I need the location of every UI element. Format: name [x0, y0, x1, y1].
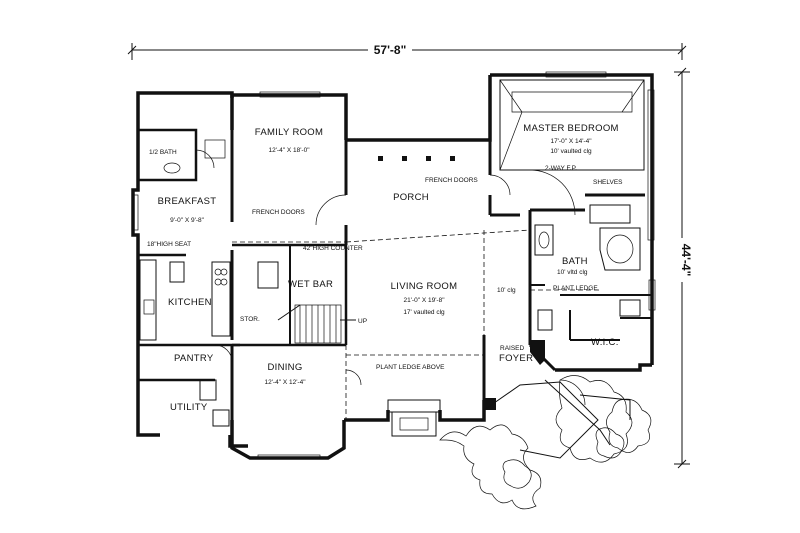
width-dimension-line	[127, 43, 687, 60]
door-swings	[195, 149, 586, 406]
bath-fixtures	[163, 139, 641, 427]
master-bedroom-size: 17'-0" X 14'-4"	[550, 138, 592, 145]
entry-stoop	[483, 379, 631, 459]
bath-ceiling: 10' vltd clg	[557, 269, 588, 276]
living-room-size: 21'-0" X 19'-8"	[403, 297, 445, 304]
half-bath-name: 1/2 BATH	[149, 149, 177, 156]
plant-ledge-note: PLANT LEDGE	[553, 285, 598, 292]
plant-ledge-above-note: PLANT LEDGE ABOVE	[376, 364, 445, 371]
family-room-name: FAMILY ROOM	[255, 127, 323, 138]
kitchen-name: KITCHEN	[168, 297, 212, 308]
dining-size: 12'-4" X 12'-4"	[264, 379, 306, 386]
high-seat-note: 18"HIGH SEAT	[147, 241, 191, 248]
dashed-lines	[232, 229, 600, 420]
high-counter-note: 42"HIGH COUNTER	[303, 245, 363, 252]
fireplace-living	[387, 399, 441, 437]
depth-dimension: 44'-4"	[679, 244, 693, 277]
interior-walls	[136, 128, 652, 420]
breakfast-name: BREAKFAST	[158, 196, 217, 207]
living-room-ceiling: 17' vaulted clg	[403, 309, 445, 316]
landscaping	[439, 375, 652, 510]
ten-ft-ceiling-note: 10' clg	[497, 287, 516, 294]
dining-name: DINING	[267, 362, 302, 373]
breakfast-size: 9'-0" X 9'-8"	[170, 217, 205, 224]
wic-name: W.I.C.	[591, 337, 619, 348]
pantry-name: PANTRY	[174, 353, 214, 364]
tray-ceiling	[499, 79, 645, 171]
french-doors-porch-note: FRENCH DOORS	[425, 177, 478, 184]
depth-dimension-line	[674, 67, 690, 469]
utility-name: UTILITY	[170, 402, 208, 413]
master-bedroom-name: MASTER BEDROOM	[523, 123, 619, 134]
family-room-size: 12'-4" X 18'-0"	[268, 147, 310, 154]
windows	[132, 71, 656, 460]
living-room-name: LIVING ROOM	[391, 281, 458, 292]
foyer-prefix: RAISED	[500, 345, 525, 352]
french-doors-family-note: FRENCH DOORS	[252, 209, 305, 216]
shelves-note: SHELVES	[593, 179, 623, 186]
wall-accents	[378, 156, 545, 410]
storage-name: STOR.	[240, 316, 260, 323]
two-way-fireplace-note: 2-WAY F.P.	[545, 165, 577, 172]
bath-name: BATH	[562, 256, 588, 267]
master-bedroom-ceiling: 10' vaulted clg	[550, 148, 592, 155]
porch-name: PORCH	[393, 192, 429, 203]
wet-bar-name: WET BAR	[288, 279, 333, 290]
foyer-name: FOYER	[499, 353, 533, 364]
kitchen-counters	[139, 259, 231, 341]
stair-up-note: UP	[358, 318, 367, 325]
width-dimension: 57'-8"	[374, 43, 407, 57]
staircase	[277, 304, 356, 344]
